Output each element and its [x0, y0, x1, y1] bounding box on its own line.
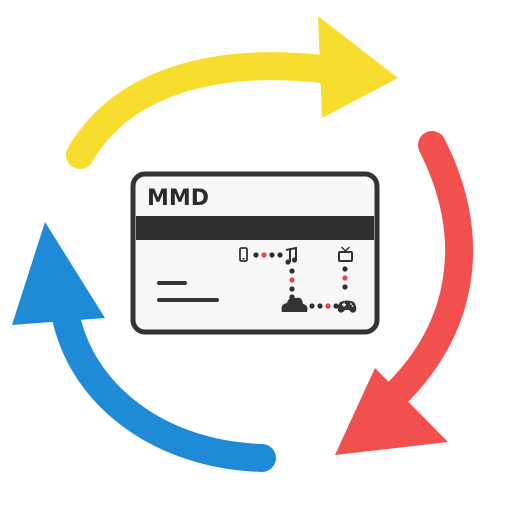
- phone-icon: [239, 247, 248, 262]
- cloud-icon: [281, 297, 308, 312]
- connection-dots-top: [253, 252, 283, 258]
- card-title: MMD: [147, 186, 209, 211]
- connection-dots-right: [342, 266, 348, 290]
- card-line-short: [157, 281, 187, 285]
- card-line-long: [157, 298, 219, 302]
- connection-dots-bottom: [309, 303, 339, 309]
- tv-icon: [338, 246, 353, 262]
- red-cycle-arrow: [335, 131, 474, 455]
- memory-card: MMD: [130, 171, 380, 335]
- gamepad-icon: [337, 300, 357, 313]
- yellow-cycle-arrow: [66, 16, 398, 169]
- music-note-icon: [285, 246, 298, 265]
- magnetic-stripe: [136, 216, 374, 240]
- blue-cycle-arrow: [12, 222, 276, 472]
